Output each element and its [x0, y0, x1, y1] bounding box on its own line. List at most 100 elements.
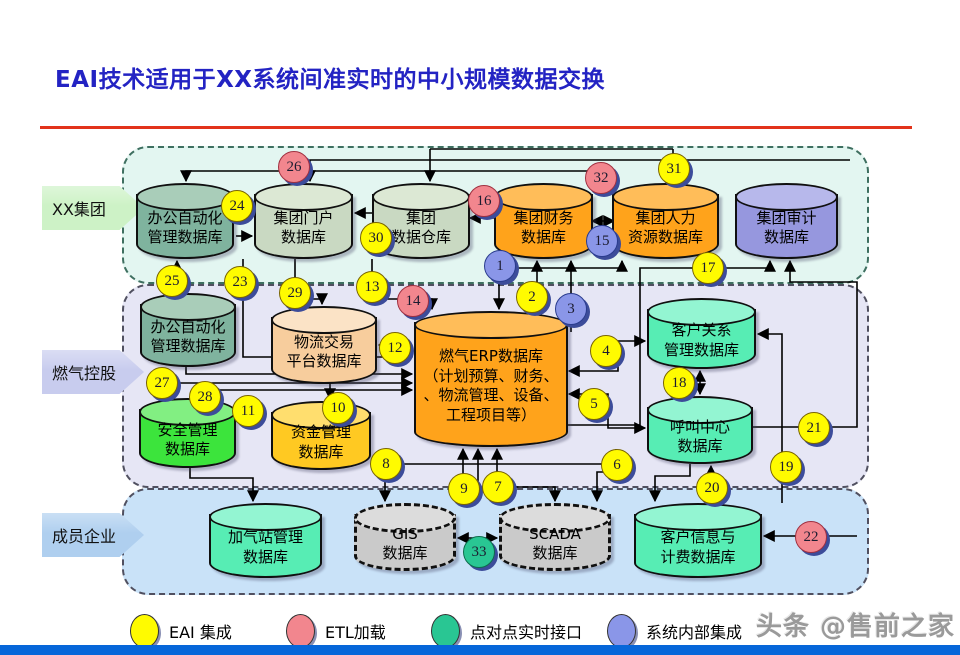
legend-label-3: 系统内部集成 — [646, 623, 743, 642]
connector-32 — [390, 449, 617, 465]
badge-3: 3 — [555, 293, 587, 325]
db-warehouse: 集团 数据仓库 — [372, 183, 470, 259]
db-erp: 燃气ERP数据库 （计划预算、财务、 、物流管理、设备、 工程项目等） — [414, 311, 568, 447]
db-logistics: 物流交易 平台数据库 — [271, 306, 377, 384]
legend-label-2: 点对点实时接口 — [470, 623, 583, 642]
db-oa-gas-cap — [140, 293, 236, 321]
badge-14: 14 — [397, 285, 429, 317]
legend-item-3: 系统内部集成 — [607, 614, 742, 648]
badge-22: 22 — [795, 521, 827, 553]
db-station-label: 加气站管理 数据库 — [227, 528, 303, 566]
badge-8: 8 — [370, 448, 402, 480]
badge-26: 26 — [278, 151, 310, 183]
side-label-member-ent: 成员企业 — [42, 513, 144, 557]
db-capital-label: 资金管理 数据库 — [290, 423, 351, 461]
db-hr: 集团人力 资源数据库 — [612, 183, 719, 259]
badge-33: 33 — [463, 536, 495, 568]
db-portal-cap — [254, 183, 353, 211]
badge-30: 30 — [360, 222, 392, 254]
badge-15: 15 — [586, 225, 618, 257]
connector-35 — [189, 468, 259, 503]
db-hr-label: 集团人力 资源数据库 — [627, 208, 703, 247]
connector-29 — [756, 328, 783, 503]
connector-13 — [499, 259, 628, 272]
badge-5: 5 — [578, 388, 610, 420]
badge-27: 27 — [146, 367, 178, 399]
db-scada-cap — [499, 503, 611, 533]
db-gis-cap — [354, 503, 456, 533]
db-safety: 安全管理 数据库 — [139, 398, 236, 468]
badge-7: 7 — [482, 471, 514, 503]
connector-31 — [649, 464, 691, 503]
legend-item-2: 点对点实时接口 — [431, 614, 582, 648]
badge-25: 25 — [156, 265, 188, 297]
db-oa-gas-label: 办公自动化 管理数据库 — [150, 317, 226, 356]
legend-item-0: EAI 集成 — [130, 614, 232, 648]
legend-label-0: EAI 集成 — [169, 623, 232, 642]
badge-9: 9 — [448, 473, 480, 505]
legend-item-1: ETL加载 — [286, 614, 386, 648]
db-station: 加气站管理 数据库 — [209, 503, 322, 578]
title-divider — [40, 126, 912, 129]
connector-15 — [752, 259, 858, 428]
db-erp-body — [414, 322, 568, 447]
badge-23: 23 — [224, 266, 256, 298]
badge-29: 29 — [279, 277, 311, 309]
db-callcenter: 呼叫中心 数据库 — [647, 396, 753, 464]
legend-blue-dot — [607, 614, 636, 648]
db-oa-group: 办公自动化 管理数据库 — [136, 183, 234, 259]
badge-6: 6 — [601, 449, 633, 481]
side-label-gas-holding: 燃气控股 — [42, 350, 144, 394]
db-audit: 集团审计 数据库 — [735, 183, 838, 259]
db-audit-label: 集团审计 数据库 — [756, 208, 817, 247]
connector-1 — [180, 170, 598, 183]
badge-2: 2 — [516, 281, 548, 313]
watermark: 头条 @售前之家 — [756, 612, 956, 642]
db-billing: 客户信息与 计费数据库 — [634, 503, 762, 578]
db-billing-cap — [634, 503, 762, 531]
badge-1: 1 — [484, 250, 516, 282]
db-erp-label: 燃气ERP数据库 （计划预算、财务、 、物流管理、设备、 工程项目等） — [423, 347, 559, 424]
db-crm: 客户关系 管理数据库 — [647, 298, 756, 369]
badge-16: 16 — [468, 185, 500, 217]
db-crm-cap — [647, 298, 756, 326]
db-finance: 集团财务 数据库 — [494, 183, 593, 259]
badge-18: 18 — [663, 367, 695, 399]
db-capital: 资金管理 数据库 — [271, 401, 371, 470]
badge-21: 21 — [798, 412, 830, 444]
legend-pink-dot — [286, 614, 315, 648]
connector-38 — [491, 447, 561, 503]
badge-13: 13 — [356, 271, 388, 303]
side-label-xx-group: XX集团 — [42, 186, 144, 230]
db-finance-label: 集团财务 数据库 — [513, 208, 574, 247]
db-callcenter-label: 呼叫中心 数据库 — [669, 417, 730, 456]
db-oa-gas: 办公自动化 管理数据库 — [140, 293, 236, 367]
badge-17: 17 — [692, 252, 724, 284]
db-audit-cap — [735, 183, 838, 211]
badge-24: 24 — [221, 190, 253, 222]
db-capital-cap — [271, 401, 371, 429]
badge-31: 31 — [658, 153, 690, 185]
badge-20: 20 — [696, 472, 728, 504]
badge-10: 10 — [322, 392, 354, 424]
db-logistics-label: 物流交易 平台数据库 — [286, 332, 362, 371]
db-oa-group-label: 办公自动化 管理数据库 — [147, 208, 223, 247]
db-crm-label: 客户关系 管理数据库 — [663, 321, 739, 359]
badge-19: 19 — [770, 451, 802, 483]
db-portal-label: 集团门户 数据库 — [273, 208, 334, 247]
db-warehouse-cap — [372, 183, 470, 211]
page-title: EAI技术适用于XX系统间准实时的中小规模数据交换 — [55, 67, 606, 93]
db-scada: SCADA 数据库 — [499, 503, 611, 571]
badge-11: 11 — [232, 395, 264, 427]
db-callcenter-cap — [647, 396, 753, 424]
bottom-accent-bar — [0, 645, 960, 655]
db-erp-cap — [414, 311, 568, 339]
legend-yellow-dot — [130, 614, 159, 648]
db-gis-label: GIS 数据库 — [382, 524, 428, 563]
db-scada-label: SCADA 数据库 — [529, 524, 581, 563]
badge-12: 12 — [379, 332, 411, 364]
badge-4: 4 — [590, 335, 622, 367]
db-logistics-cap — [271, 306, 377, 334]
db-warehouse-label: 集团 数据仓库 — [390, 208, 451, 247]
